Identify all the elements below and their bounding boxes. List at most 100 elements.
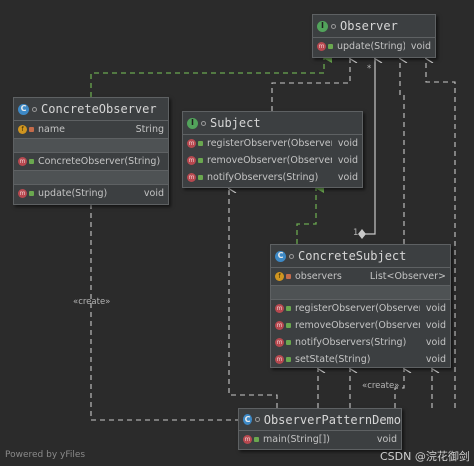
class-icon: C [275,250,286,262]
demo-title: ObserverPatternDemo [263,412,401,427]
public-icon [254,437,259,442]
method-type: void [376,434,397,445]
concreteobserver-title: ConcreteObserver [41,102,157,116]
method-type: void [425,303,446,314]
method-name: registerObserver(Observer) [295,303,420,314]
method-name: removeObserver(Observer) [207,155,332,166]
method-name: main(String[]) [263,434,330,445]
method-row[interactable]: m removeObserver(Observer) void [183,152,362,169]
field-row[interactable]: f name String [14,121,168,138]
dependency-edge-concretesubject-observer [400,58,404,244]
concreteobserver-class[interactable]: C ConcreteObserver f name String m Concr… [13,97,169,205]
visibility-icon [255,417,260,422]
private-icon [29,127,34,132]
field-icon: f [275,272,284,281]
method-name: removeObserver(Observer) [295,320,420,331]
observer-header: I Observer [313,15,435,38]
section-separator [14,138,168,153]
method-row[interactable]: m registerObserver(Observer) void [183,135,362,152]
concreteobserver-header: C ConcreteObserver [14,98,168,121]
method-type: void [410,41,431,52]
method-icon: m [243,435,252,444]
class-icon: C [18,103,29,115]
visibility-icon [289,253,294,259]
public-icon [198,158,203,163]
method-icon: m [275,321,284,330]
method-row[interactable]: m registerObserver(Observer) void [271,300,450,317]
method-row[interactable]: m update(String) void [14,185,168,202]
method-icon: m [187,173,196,182]
method-row[interactable]: m update(String) void [313,38,435,55]
public-icon [29,191,34,196]
field-icon: f [18,125,27,134]
public-icon [29,159,34,164]
subject-interface[interactable]: I Subject m registerObserver(Observer) v… [182,111,363,188]
method-name: notifyObservers(String) [207,172,319,183]
dependency-edge-subject-observer [271,58,350,111]
method-icon: m [187,156,196,165]
method-icon: m [317,42,326,51]
method-name: registerObserver(Observer) [207,138,332,149]
create-edge-demo-concreteobserver [91,195,240,421]
subject-header: I Subject [183,112,362,135]
create-edge-demo-concretesubject [394,368,404,408]
public-icon [198,175,203,180]
public-icon [328,44,333,49]
field-name: observers [295,271,342,282]
public-icon [286,306,291,311]
concretesubject-header: C ConcreteSubject [271,245,450,268]
visibility-icon [331,23,336,29]
method-type: void [425,320,446,331]
constructor-row[interactable]: m ConcreteObserver(String) [14,153,168,170]
method-icon: m [18,157,27,166]
method-name: update(String) [337,41,405,52]
class-icon: C [243,414,253,425]
powered-by-text: Powered by yFiles [5,450,86,460]
observer-interface[interactable]: I Observer m update(String) void [312,14,436,58]
public-icon [286,357,291,362]
field-row[interactable]: f observers List<Observer> [271,268,450,285]
demo-header: C ObserverPatternDemo [239,409,401,431]
implements-edge-concreteobserver-observer [90,53,332,97]
method-row[interactable]: m setState(String) void [271,351,450,368]
method-icon: m [187,139,196,148]
section-separator [271,285,450,300]
observerpatterndemo-class[interactable]: C ObserverPatternDemo m main(String[]) v… [238,408,402,450]
csdn-watermark: CSDN @浣花御剑 [380,450,470,463]
visibility-icon [32,106,37,112]
concretesubject-class[interactable]: C ConcreteSubject f observers List<Obser… [270,244,451,368]
aggregation-edge-concretesubject-observer [362,58,375,235]
method-row[interactable]: m main(String[]) void [239,431,401,448]
method-icon: m [275,338,284,347]
method-row[interactable]: m notifyObservers(String) void [271,334,450,351]
method-row[interactable]: m notifyObservers(String) void [183,169,362,186]
constructor-name: ConcreteObserver(String) [38,156,161,167]
section-separator [14,170,168,185]
multiplicity-many: * [367,64,372,74]
method-type: void [143,188,164,199]
method-name: setState(String) [295,354,371,365]
public-icon [286,323,291,328]
method-row[interactable]: m removeObserver(Observer) void [271,317,450,334]
multiplicity-one: 1 [353,228,359,238]
concretesubject-title: ConcreteSubject [298,249,407,263]
create-label-bottom: «create» [362,381,400,391]
dependency-edge-demo-observer [426,58,456,408]
dependency-edge-demo-subject [229,188,278,408]
observer-title: Observer [340,19,398,33]
private-icon [286,274,291,279]
implements-edge-concretesubject-subject [296,183,324,244]
interface-icon: I [317,20,328,32]
field-type: List<Observer> [369,271,446,282]
field-type: String [135,124,164,135]
method-icon: m [275,355,284,364]
visibility-icon [201,120,206,126]
method-type: void [337,172,358,183]
method-icon: m [275,304,284,313]
method-type: void [425,354,446,365]
method-type: void [425,337,446,348]
field-name: name [38,124,65,135]
method-name: notifyObservers(String) [295,337,407,348]
method-name: update(String) [38,188,108,199]
